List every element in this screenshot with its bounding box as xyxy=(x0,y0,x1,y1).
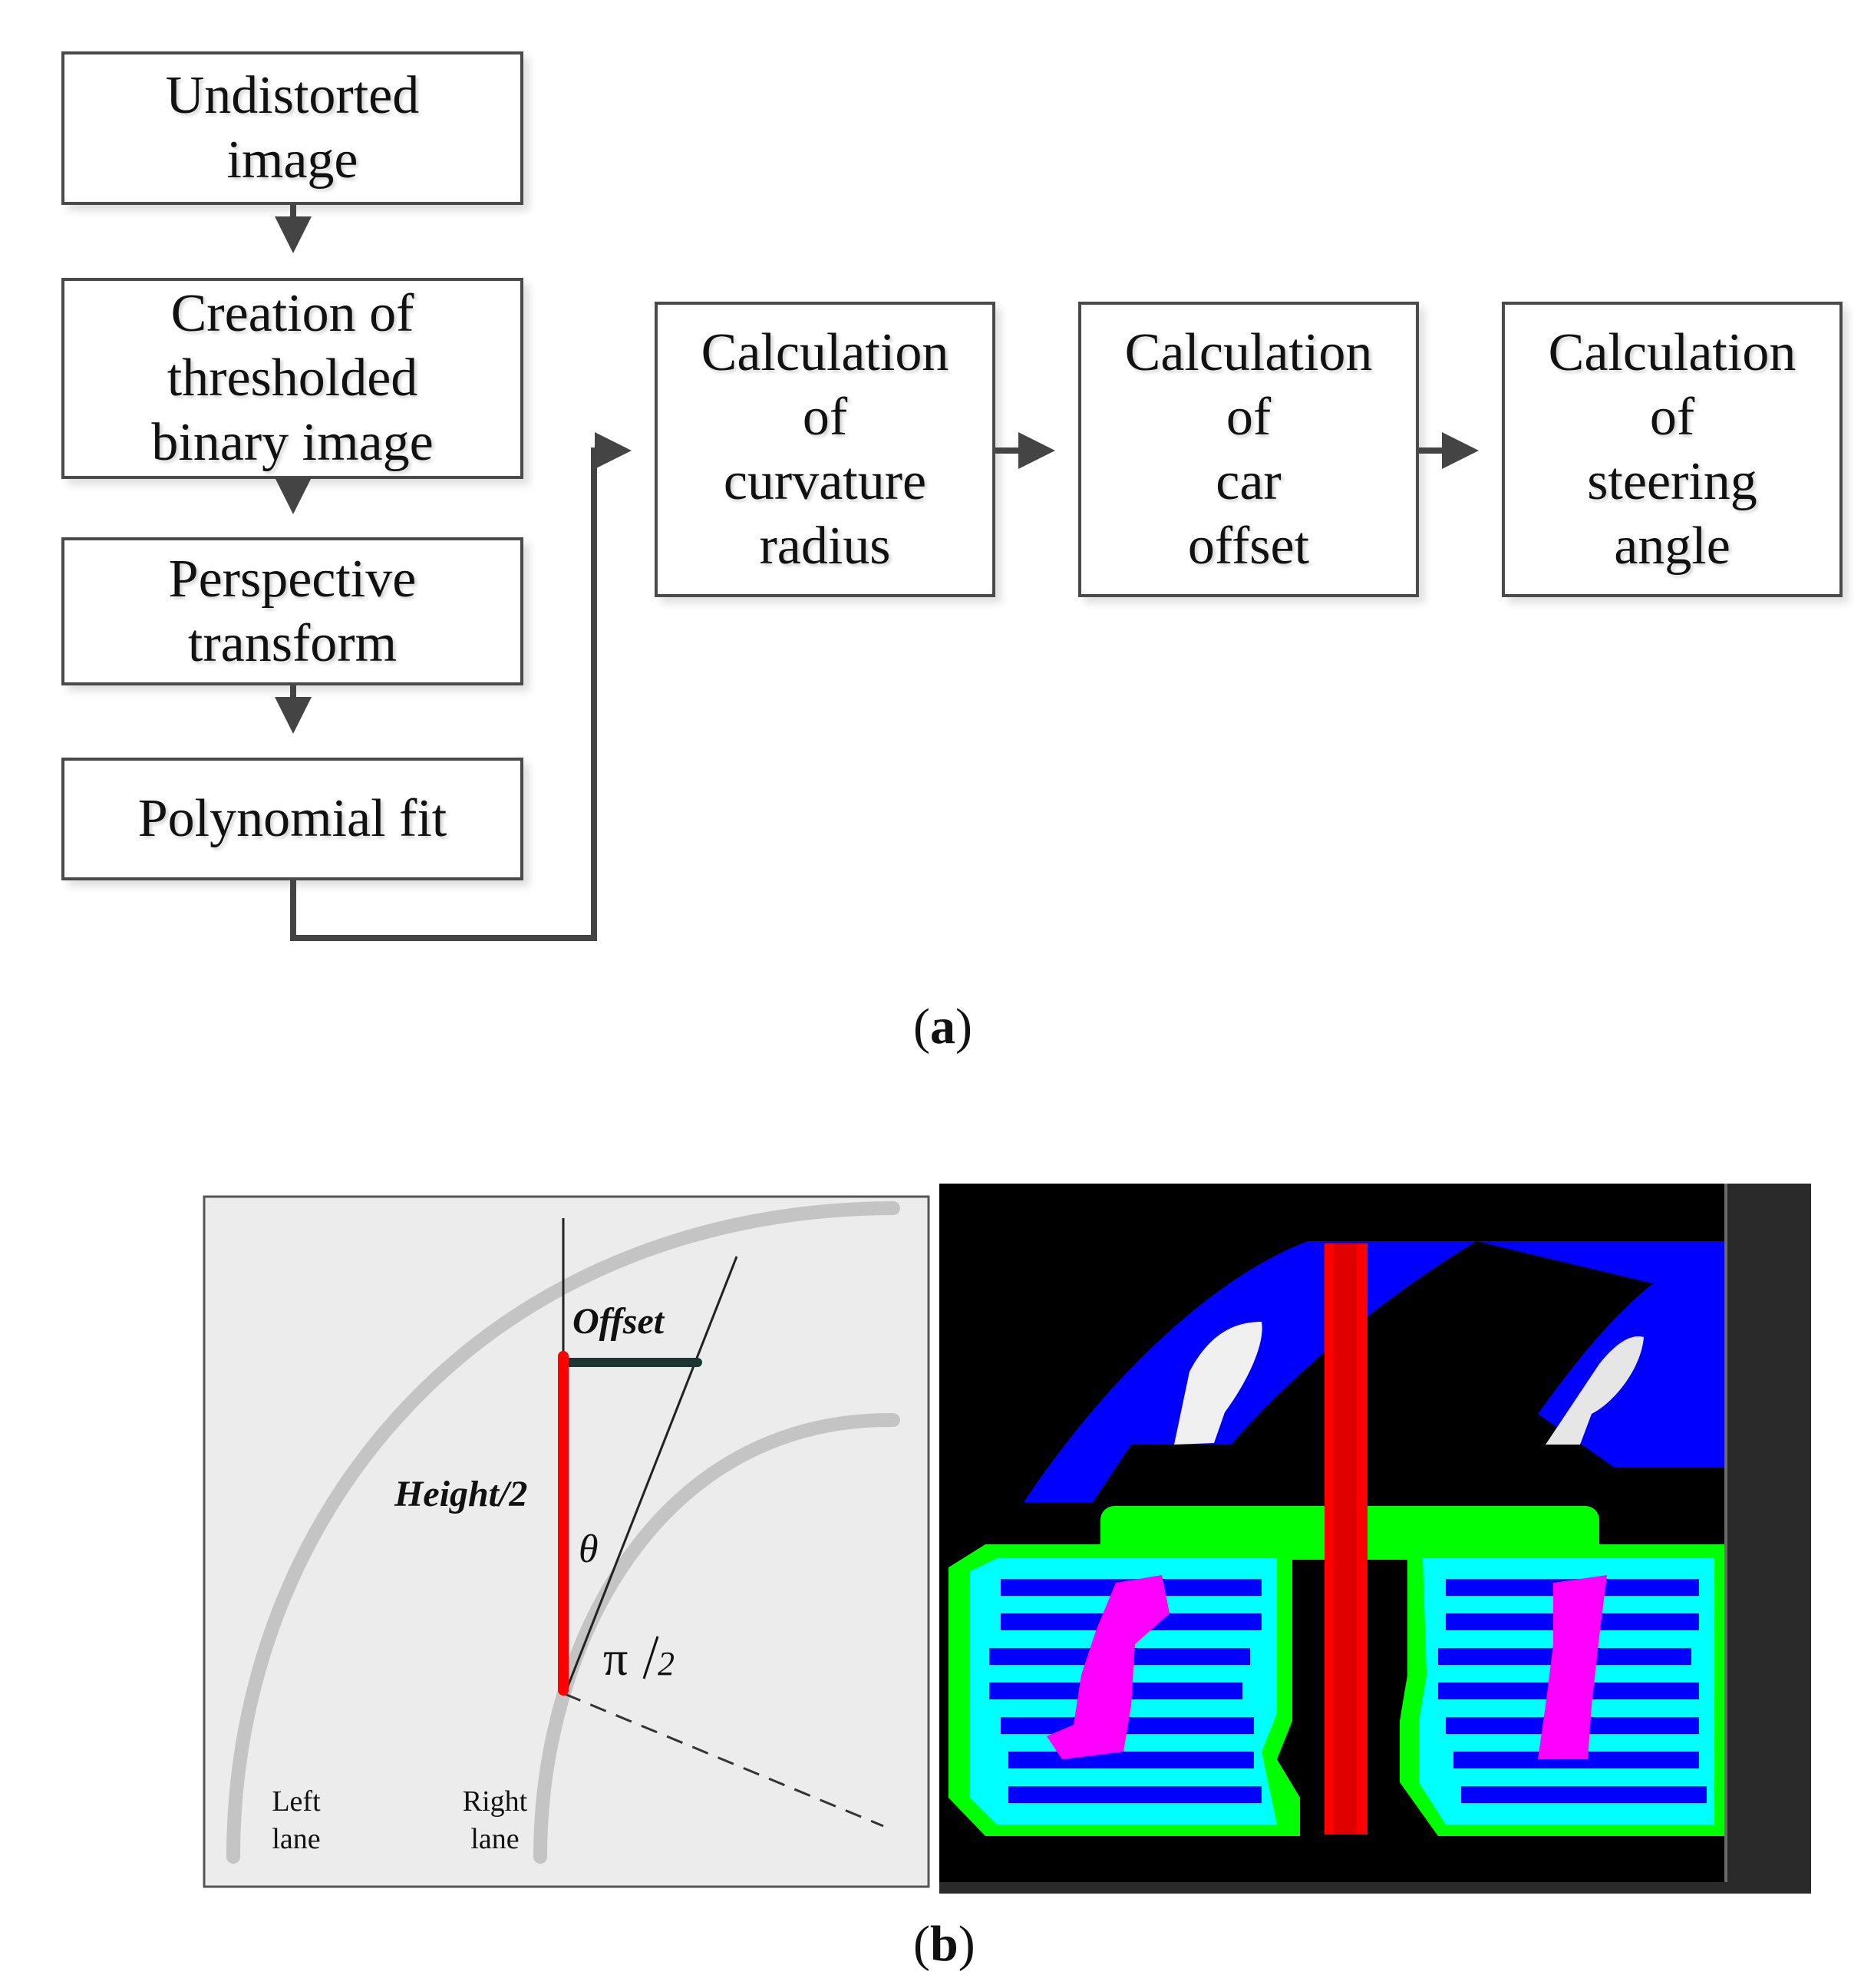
right-cell-block xyxy=(1400,1544,1724,1836)
arrow-4 xyxy=(290,432,632,941)
step-car-offset: Calculation of car offset xyxy=(1078,302,1419,597)
step-polynomial-fit: Polynomial fit xyxy=(61,758,523,880)
step-curvature-radius: Calculation of curvature radius xyxy=(655,302,995,597)
right-blue-lane xyxy=(1476,1241,1724,1468)
right-magenta-core xyxy=(1538,1575,1607,1759)
left-cell-block xyxy=(949,1544,1300,1836)
left-lane-label-line2: lane xyxy=(272,1823,320,1855)
fraction-slash xyxy=(642,1636,659,1679)
step-label: Undistorted image xyxy=(165,66,420,190)
right-lane-curve xyxy=(533,1412,900,1864)
right-lane-label-line1: Right xyxy=(463,1785,528,1818)
geometry-diagram: Offset Height/2 θ π 2 Left lane Right la… xyxy=(203,1195,930,1888)
step-label: Calculation of curvature radius xyxy=(701,322,949,576)
left-lane-mark xyxy=(1174,1322,1262,1445)
step-label: Calculation of steering angle xyxy=(1548,322,1796,576)
flowchart-arrows xyxy=(275,205,1479,941)
pi-denominator: 2 xyxy=(658,1645,675,1683)
step-undistorted-image: Undistorted image xyxy=(61,51,523,205)
lane-detection-image xyxy=(939,1184,1811,1894)
offset-label: Offset xyxy=(572,1301,665,1342)
step-thresholded-binary-image: Creation of thresholded binary image xyxy=(61,278,523,479)
left-magenta-core xyxy=(1047,1575,1170,1759)
step-steering-angle: Calculation of steering angle xyxy=(1502,302,1843,597)
caption-a: (a) xyxy=(913,999,972,1055)
step-label: Polynomial fit xyxy=(137,789,447,848)
step-label: Calculation of car offset xyxy=(1124,322,1373,576)
step-perspective-transform: Perspective transform xyxy=(61,537,523,685)
step-label: Perspective transform xyxy=(168,549,417,673)
step-label: Creation of thresholded binary image xyxy=(151,284,434,472)
theta-label: θ xyxy=(579,1527,599,1571)
right-lane-label-line2: lane xyxy=(470,1823,519,1855)
slanted-line xyxy=(563,1256,738,1695)
caption-b: (b) xyxy=(913,1916,975,1972)
left-lane-label-line1: Left xyxy=(272,1785,321,1818)
right-lane-mark xyxy=(1546,1336,1644,1445)
height-label: Height/2 xyxy=(394,1474,527,1514)
dashed-perpendicular xyxy=(564,1692,884,1828)
left-lane-curve xyxy=(226,1201,900,1864)
pi-label: π xyxy=(603,1631,628,1686)
